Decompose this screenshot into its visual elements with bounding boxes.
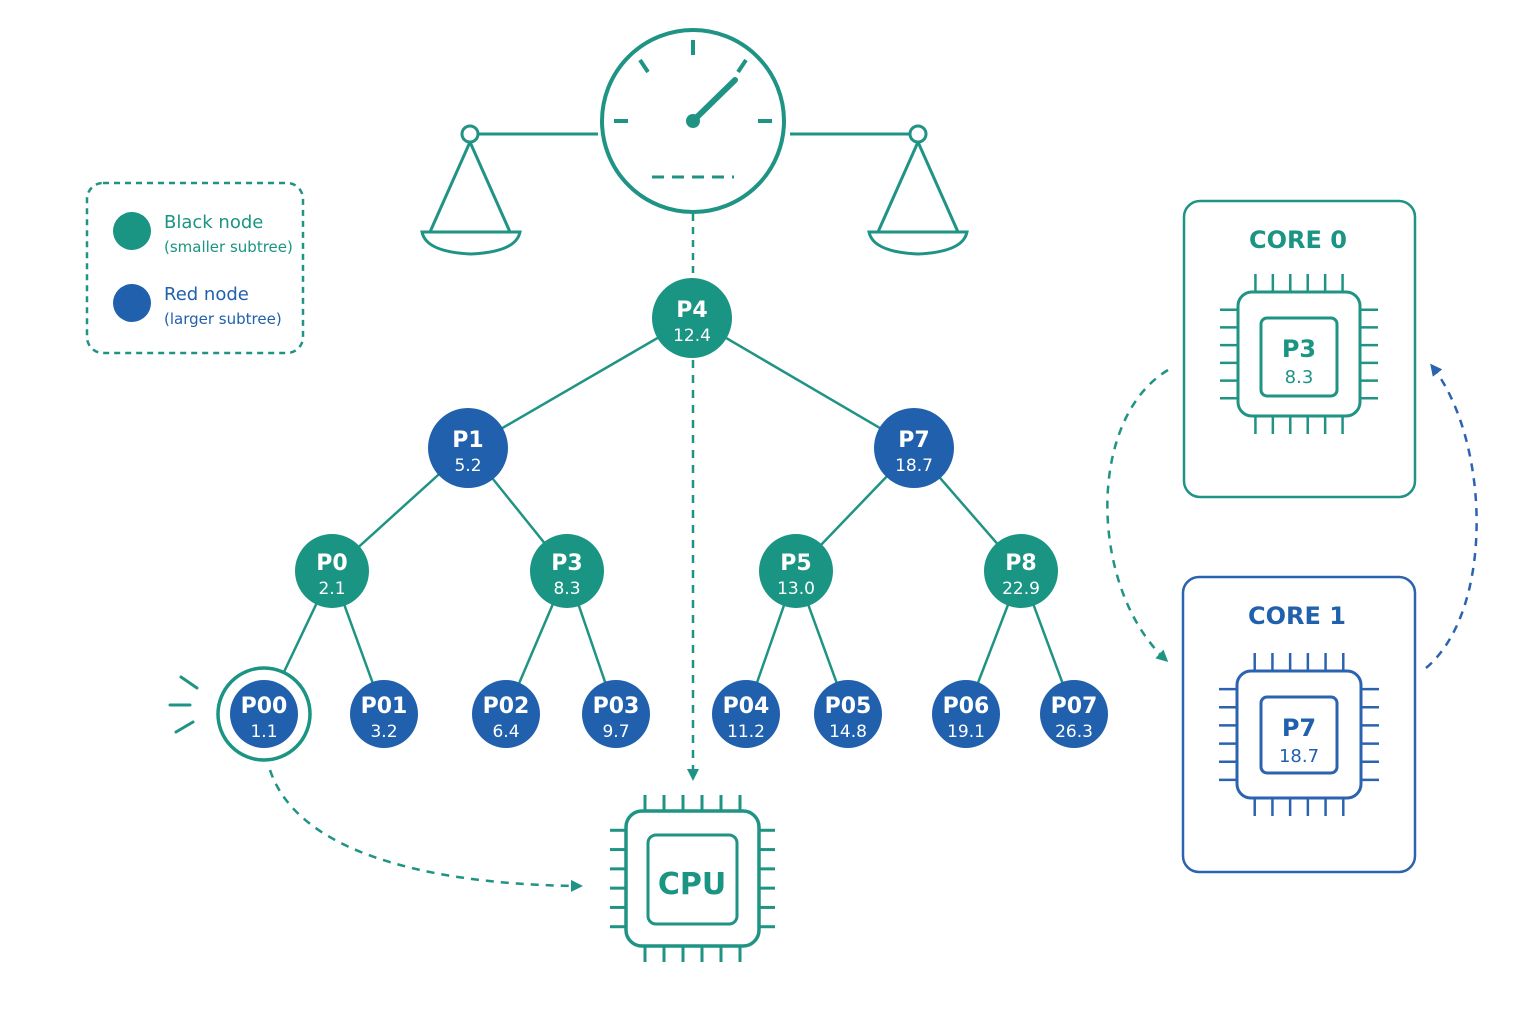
tree-node-p04[interactable]: P04 11.2	[712, 680, 780, 748]
tree-node-value: 3.2	[370, 722, 397, 742]
tree-node-label: P03	[593, 694, 640, 719]
leaf-to-cpu-arrow	[268, 769, 583, 892]
tree-node-value: 9.7	[602, 722, 629, 742]
cpu-label: CPU	[658, 867, 726, 902]
gauge-needle	[690, 77, 738, 124]
tree-node-label: P00	[241, 694, 288, 719]
scale-string	[876, 141, 920, 233]
core-0-title: CORE 0	[1249, 226, 1347, 254]
tree-node-circle	[428, 408, 508, 488]
core-0-chip-value: 8.3	[1285, 367, 1314, 388]
legend-red-subtitle: (larger subtree)	[164, 310, 282, 328]
tree-node-label: P0	[316, 551, 347, 576]
legend-red-swatch	[113, 284, 151, 322]
tree-node-circle	[652, 278, 732, 358]
tree-edge-p4-p7	[691, 316, 915, 450]
scale-string	[468, 141, 512, 233]
core-1-chip-label: P7	[1282, 714, 1316, 742]
tree-node-label: P7	[898, 428, 929, 453]
tree-node-circle	[1040, 680, 1108, 748]
highlight-rays-icon	[168, 675, 199, 734]
tree-edges	[262, 316, 1076, 715]
tree-node-circle	[295, 534, 369, 608]
tree-node-value: 1.1	[250, 722, 277, 742]
tree-node-label: P5	[780, 551, 811, 576]
tree-node-circle	[759, 534, 833, 608]
tree-node-value: 26.3	[1055, 722, 1093, 742]
tree-node-circle	[472, 680, 540, 748]
tree-node-label: P06	[943, 694, 990, 719]
tree-node-p3[interactable]: P38.3	[530, 534, 604, 608]
tree-node-circle	[530, 534, 604, 608]
scale-pivot-left	[460, 124, 480, 144]
tree-node-value: 8.3	[553, 579, 580, 599]
core0-to-core1-arrow	[1106, 368, 1169, 663]
tree-node-value: 19.1	[947, 722, 985, 742]
tree-node-value: 11.2	[727, 722, 765, 742]
tree-node-circle	[932, 680, 1000, 748]
scale-pivot-right	[908, 124, 928, 144]
tree-node-label: P07	[1051, 694, 1098, 719]
scale-string	[428, 141, 472, 233]
tree-node-p05[interactable]: P05 14.8	[814, 680, 882, 748]
tree-node-label: P8	[1005, 551, 1036, 576]
legend-red-title: Red node	[164, 284, 249, 305]
tree-node-label: P05	[825, 694, 872, 719]
tree-node-label: P01	[361, 694, 408, 719]
tree-node-p06[interactable]: P06 19.1	[932, 680, 1000, 748]
tree-node-label: P3	[551, 551, 582, 576]
legend-black-title: Black node	[164, 212, 263, 233]
balance-scale-icon	[420, 124, 969, 256]
tree-edge-p4-p1	[467, 316, 693, 450]
legend-black-swatch	[113, 212, 151, 250]
legend-black-subtitle: (smaller subtree)	[164, 238, 293, 256]
tree-node-p8[interactable]: P8 22.9	[984, 534, 1058, 608]
tree-node-circle	[350, 680, 418, 748]
core-1-panel: CORE 1 P7 18.7	[1181, 575, 1417, 874]
tree-node-circle	[984, 534, 1058, 608]
tree-node-circle	[874, 408, 954, 488]
legend: Black node (smaller subtree) Red node (l…	[85, 181, 305, 355]
tree-node-circle	[582, 680, 650, 748]
tree-node-value: 18.7	[895, 456, 933, 476]
core-0-chip-label: P3	[1282, 335, 1316, 363]
tree-node-value: 2.1	[318, 579, 345, 599]
cpu-chip-icon: CPU	[610, 795, 775, 962]
tree-node-circle	[814, 680, 882, 748]
core-1-title: CORE 1	[1248, 602, 1346, 630]
tree-node-circle	[230, 680, 298, 748]
core1-to-core0-arrow	[1425, 363, 1478, 669]
tree-node-p5[interactable]: P5 13.0	[759, 534, 833, 608]
tree-node-value: 14.8	[829, 722, 867, 742]
tree-node-value: 12.4	[673, 326, 711, 346]
core-1-chip-value: 18.7	[1279, 746, 1319, 767]
tree-node-label: P4	[676, 298, 707, 323]
tree-node-p4[interactable]: P4 12.4	[652, 278, 732, 358]
scale-string	[916, 141, 960, 233]
tree-node-p07[interactable]: P07 26.3	[1040, 680, 1108, 748]
gauge-icon	[600, 28, 786, 214]
tree-node-circle	[712, 680, 780, 748]
tree-node-value: 22.9	[1002, 579, 1040, 599]
core-0-chip-icon: P3 8.3	[1220, 274, 1378, 434]
scale-pan-right	[867, 230, 969, 256]
tree-nodes: P412.4P15.2P718.7P02.1P38.3P513.0P822.9P…	[216, 278, 1108, 762]
tree-node-value: 6.4	[492, 722, 519, 742]
tree-node-p0[interactable]: P02.1	[295, 534, 369, 608]
tree-node-p7[interactable]: P7 18.7	[874, 408, 954, 488]
tree-node-value: 5.2	[454, 456, 481, 476]
tree-node-value: 13.0	[777, 579, 815, 599]
tree-node-label: P02	[483, 694, 530, 719]
core-0-panel: CORE 0 P3 8.3	[1182, 199, 1417, 499]
tree-node-p1[interactable]: P15.2	[428, 408, 508, 488]
tree-node-label: P04	[723, 694, 770, 719]
tree-node-label: P1	[452, 428, 483, 453]
scale-pan-left	[420, 230, 522, 256]
core-1-chip-icon: P7 18.7	[1219, 653, 1379, 816]
